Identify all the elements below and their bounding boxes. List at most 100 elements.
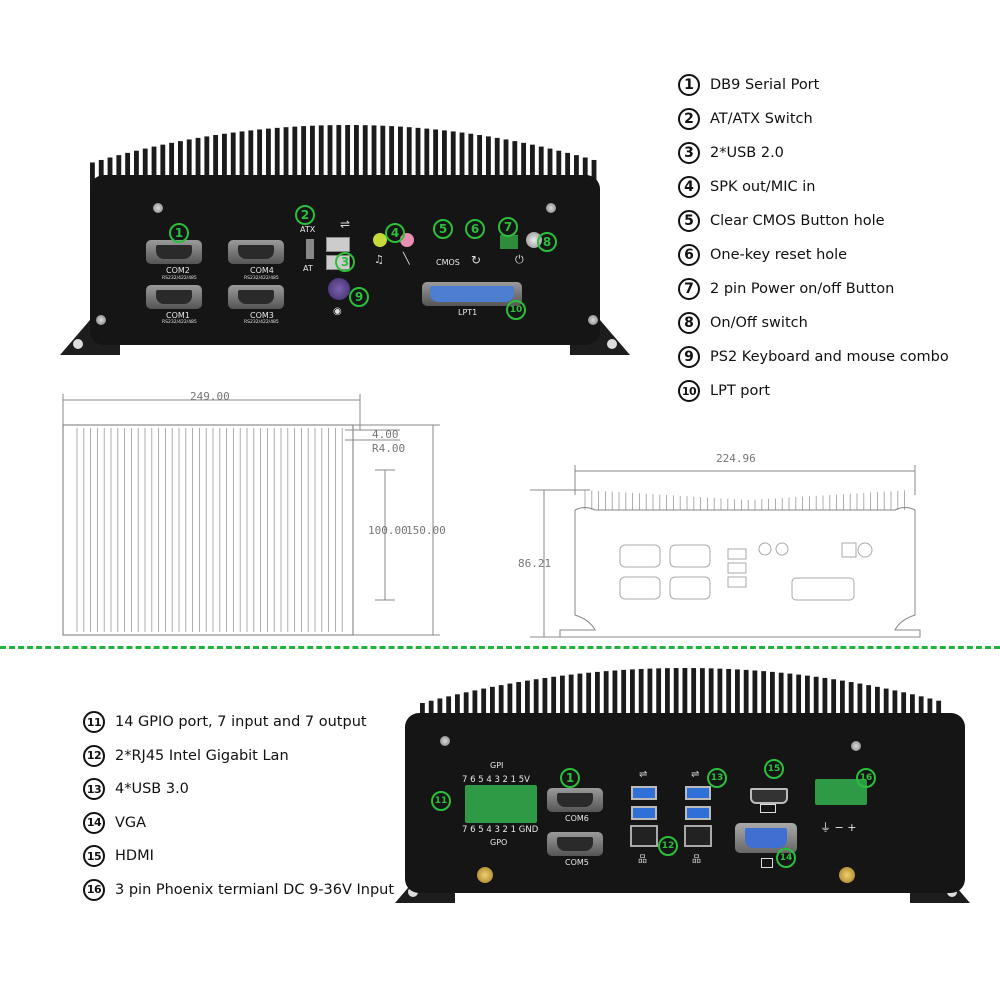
power-icon: ⏻ (515, 253, 524, 266)
at-label: AT (303, 264, 313, 273)
gpio-terminal (465, 785, 537, 823)
dim-depth: 150.00 (406, 524, 446, 537)
legend-text: On/Off switch (710, 315, 808, 331)
gpo-label: GPO (490, 838, 508, 847)
antenna-left (477, 867, 493, 883)
legend-number: 7 (678, 278, 700, 300)
legend-text: 14 GPIO port, 7 input and 7 output (115, 714, 367, 730)
lpt-port (422, 282, 522, 306)
com6-port (547, 788, 603, 812)
headphone-icon: ♫ (374, 253, 384, 266)
usb3-port-3 (685, 786, 711, 800)
com6-label: COM6 (565, 814, 589, 823)
hdmi-icon (760, 804, 776, 813)
dim-front-width: 224.96 (716, 452, 756, 465)
rear-panel-device: GPI 7 6 5 4 3 2 1 5V 7 6 5 4 3 2 1 GND G… (395, 668, 970, 908)
legend-number: 6 (678, 244, 700, 266)
gpi-label: GPI (490, 761, 504, 770)
marker-10: 10 (506, 300, 526, 320)
legend-item-7: 7 2 pin Power on/off Button (678, 276, 894, 302)
com4-rs-label: RS232/422/485 (244, 276, 279, 281)
atx-label: ATX (300, 225, 316, 234)
power-terminal (500, 235, 518, 249)
rj45-port-2 (684, 825, 712, 847)
marker-12: 12 (658, 836, 678, 856)
marker-15: 15 (764, 759, 784, 779)
marker-8: 8 (537, 232, 557, 252)
com5-label: COM5 (565, 858, 589, 867)
antenna-right (839, 867, 855, 883)
com5-port (547, 832, 603, 856)
lpt-label: LPT1 (458, 308, 478, 317)
gpi-pins-label: 7 6 5 4 3 2 1 5V (462, 775, 530, 785)
marker-16: 16 (856, 768, 876, 788)
marker-11: 11 (431, 791, 451, 811)
dim-radius: R4.00 (372, 442, 406, 455)
ps2-port (328, 278, 350, 300)
legend-number: 13 (83, 778, 105, 800)
legend-text: Clear CMOS Button hole (710, 213, 885, 229)
legend-text: 2*RJ45 Intel Gigabit Lan (115, 747, 289, 764)
gpo-pins-label: 7 6 5 4 3 2 1 GND (462, 825, 539, 835)
legend-number: 5 (678, 210, 700, 232)
marker-7: 7 (498, 217, 518, 237)
legend-text: DB9 Serial Port (710, 77, 820, 93)
usb-icon-1: ⇌ (639, 769, 648, 780)
usb2-port-1 (326, 237, 350, 252)
legend-number: 9 (678, 346, 700, 368)
legend-text: AT/ATX Switch (710, 111, 813, 127)
com3-label: COM3 (250, 311, 274, 320)
legend-number: 15 (83, 845, 105, 867)
com4-label: COM4 (250, 266, 274, 275)
legend-number: 10 (678, 380, 700, 402)
marker-13: 13 (707, 768, 727, 788)
legend-text: LPT port (710, 383, 771, 399)
dim-front-height: 86.21 (518, 557, 552, 570)
com1-label: COM1 (166, 311, 190, 320)
marker-3: 3 (335, 252, 355, 272)
legend-text: One-key reset hole (710, 247, 848, 263)
lan-icon-1: 品 (638, 855, 648, 865)
vga-icon (761, 858, 773, 868)
dim-side-offset: 4.00 (372, 428, 399, 441)
top-view-drawing (62, 394, 440, 636)
mic-icon: ╲ (403, 252, 410, 265)
front-panel-device: COM2 RS232/422/485 COM4 RS232/422/485 CO… (60, 125, 630, 360)
com3-port (228, 285, 284, 309)
com1-port (146, 285, 202, 309)
marker-2: 2 (295, 205, 315, 225)
legend-text: SPK out/MIC in (710, 179, 816, 195)
com4-port (228, 240, 284, 264)
usb3-port-1 (631, 786, 657, 800)
legend-text: 2 pin Power on/off Button (710, 281, 895, 297)
marker-5: 5 (433, 219, 453, 239)
legend-item-6: 6 One-key reset hole (678, 242, 847, 268)
legend-text: VGA (115, 814, 147, 831)
legend-text: HDMI (115, 848, 154, 864)
com2-label: COM2 (166, 266, 190, 275)
spk-out-jack (373, 233, 387, 247)
legend-item-5: 5 Clear CMOS Button hole (678, 208, 885, 234)
legend-number: 12 (83, 744, 105, 767)
com1-rs-label: RS232/422/485 (162, 320, 197, 325)
legend-number: 2 (678, 108, 700, 130)
legend-text: 3 pin Phoenix termianl DC 9-36V Input (115, 881, 395, 898)
section-divider (0, 646, 1000, 649)
lan-icon-2: 品 (692, 855, 702, 865)
legend-number: 1 (678, 74, 700, 96)
reset-icon: ↻ (471, 253, 482, 267)
com2-rs-label: RS232/422/485 (162, 276, 197, 281)
legend-item-2: 2 AT/ATX Switch (678, 106, 813, 132)
legend-item-1: 1 DB9 Serial Port (678, 72, 819, 98)
front-view-drawing (530, 465, 921, 638)
at-atx-switch[interactable] (306, 239, 314, 259)
marker-1-rear: 1 (560, 768, 580, 788)
dim-width: 249.00 (190, 390, 230, 403)
marker-9: 9 (349, 287, 369, 307)
com2-port (146, 240, 202, 264)
marker-4: 4 (385, 223, 405, 243)
